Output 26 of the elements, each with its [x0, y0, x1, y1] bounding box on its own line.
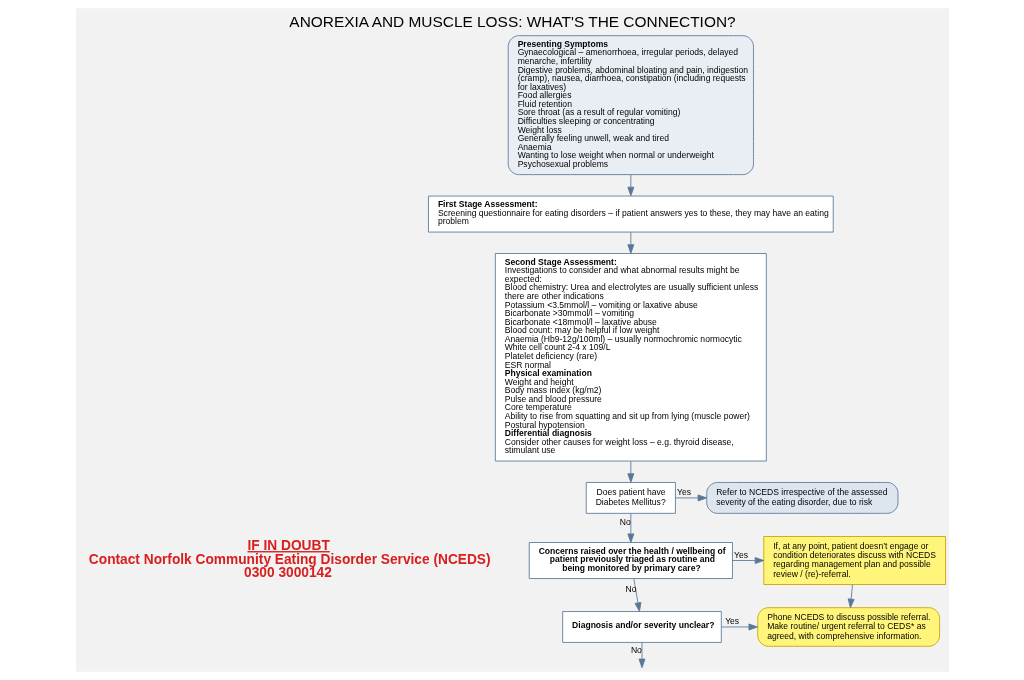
- node-box: Phone NCEDS to discuss possible referral. Make routine/ urgent referral to CEDS* as agreed, with comprehensive information.: [756, 607, 940, 647]
- arrow: [626, 460, 634, 483]
- edge-label: Yes: [733, 549, 748, 560]
- label: Contact Norfolk Community Eating Disorder Service (NCEDS): [88, 551, 491, 567]
- arrow: [632, 578, 641, 612]
- edge-label: No: [625, 584, 637, 595]
- node-box: Diagnosis and/or severity unclear?: [561, 611, 722, 643]
- edge-label: Yes: [676, 487, 691, 498]
- node-box: Refer to NCEDS irrespective of the assessed severity of the eating disorder, due to risk: [705, 482, 898, 514]
- node-box: Second Stage Assessment: Investigations to consider and what abnormal results might be expected: Blood chemistry: Urea and electrolytes are usually sufficient unless there are other indications Potassium <3.5mmol/l – vomiting or laxative abuse Bicarbonate >30mmol/l – vomiting Bicarbonate <18mmol/l – laxative abuse Blood count: may be helpful if low weight Anaemia (Hb9-12g/100ml) – usually normochromic normocytic White cell count 2-4 x 109/L Platelet deficiency (rare) ESR normal Physical examination Weight and height Body mass index (kg/m2) Pulse and blood pressure Core temperature Ability to rise from squatting and sit up from lying (muscle power) Postural hypotension Differential diagnosis Consider other causes for weight loss – e.g. thyroid disease, stimulant use: [494, 253, 767, 462]
- arrow: [638, 642, 645, 669]
- node-box: Presenting Symptoms Gynaecological – amenorrhoea, irregular periods, delayed menarche, infertility Digestive problems, abdominal bloating and pain, indigestion (cramp), nausea, diarrhoea, constipation (including requests for laxatives) Food allergies Fluid retention Sore throat (as a result of regular vomiting) Difficulties sleeping or concentrating Weight loss Generally feeling unwell, weak and tired Anaemia Wanting to lose weight when normal or underweight Psychosexual problems: [507, 35, 754, 176]
- arrow: [731, 557, 764, 564]
- node-box: First Stage Assessment: Screening questionnaire for eating disorders – if patient answers yes to these, they may have an eating problem: [427, 195, 834, 233]
- arrow: [847, 584, 855, 609]
- edge-label: No: [630, 644, 642, 655]
- arrow: [674, 494, 707, 502]
- node-box: If, at any point, patient doesn’t engage or condition deteriorates discuss with NCEDS regarding management plan and possible review / (re)-referral.: [762, 536, 946, 585]
- node-box: Concerns raised over the health / wellbeing of patient previously triaged as routine and being monitored by primary care?: [528, 542, 733, 579]
- diagram-title: ANOREXIA AND MUSCLE LOSS: WHAT'S THE CONNECTION?: [288, 13, 736, 31]
- arrow: [626, 174, 634, 197]
- node-box: Does patient have Diabetes Mellitus?: [585, 482, 676, 514]
- arrow: [626, 231, 634, 254]
- edge-label: Yes: [724, 616, 739, 627]
- arrow: [720, 623, 758, 631]
- edge-label: No: [619, 517, 631, 528]
